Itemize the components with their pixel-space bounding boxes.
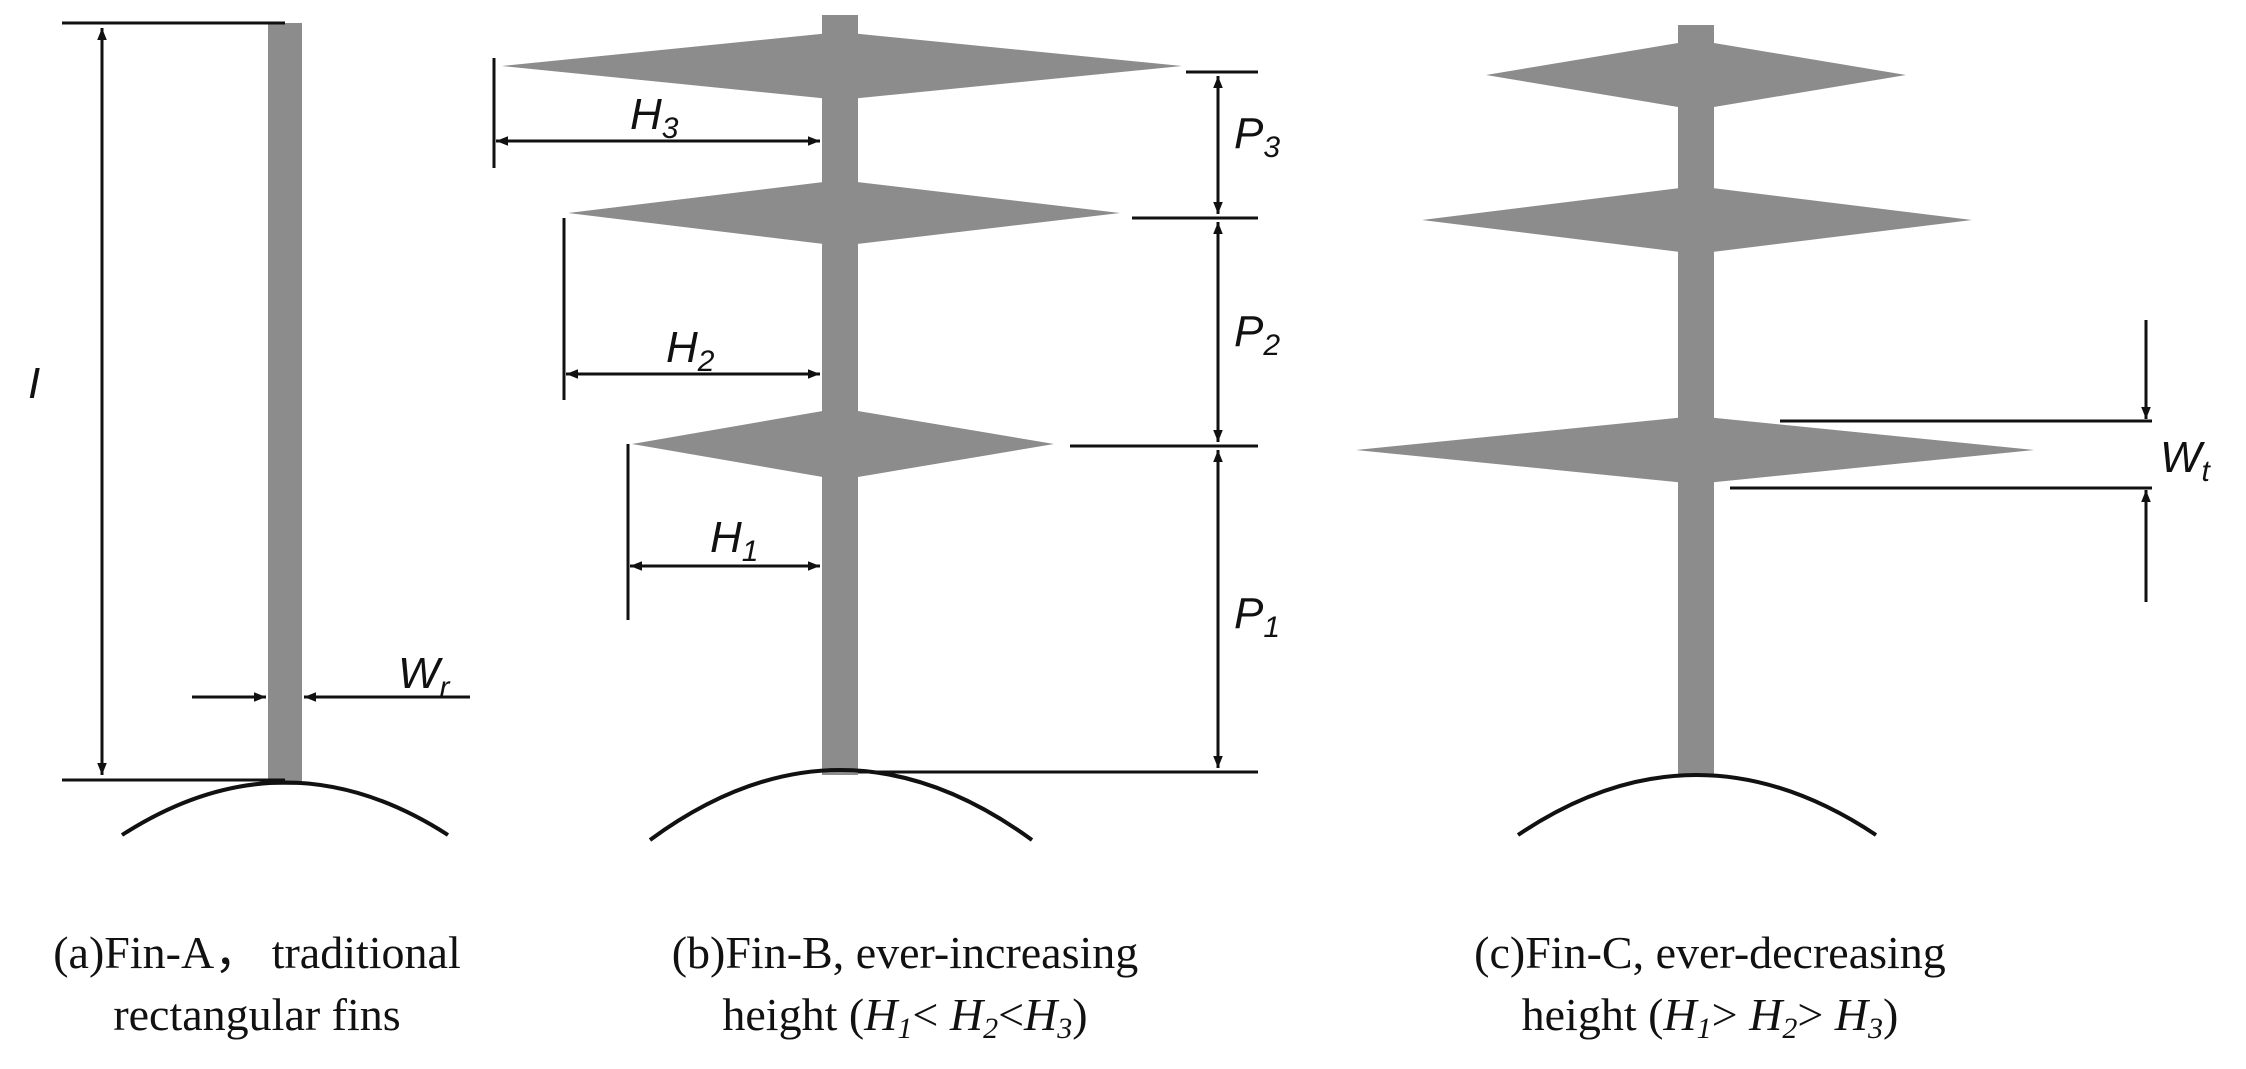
caption-c-line2: height (H1> H2> H3) [1522,989,1899,1045]
fin-b-h2-label: H2 [666,323,715,378]
fin-a-length-label: I [28,359,40,408]
fin-b-fin-3 [502,32,1182,100]
fin-c-stem [1678,25,1714,775]
fin-b-fin-1 [632,408,1054,480]
fin-b-p1-label: P1 [1234,589,1280,644]
caption-c-line1: (c)Fin-C, ever-decreasing [1474,927,1946,978]
fin-c-base-tube [1516,773,1878,837]
fin-b-p3-label: P3 [1234,109,1280,164]
caption-a: (a)Fin-A， traditional rectangular fins [53,927,461,1040]
fin-c-wt-label: Wt [2160,433,2212,488]
fin-b-stem [822,15,858,775]
caption-a-line1: (a)Fin-A， traditional [53,927,461,978]
fin-a-rectangular-fin [268,23,302,785]
fin-c-fin-2 [1422,186,1972,254]
caption-b-line1: (b)Fin-B, ever-increasing [672,927,1139,978]
fin-c-fin-3 [1486,40,1906,110]
caption-b-line2: height (H1< H2<H3) [722,989,1087,1045]
fin-c-fin-1 [1356,416,2034,484]
fin-c-panel: Wt [1356,25,2212,837]
fin-b-p2-label: P2 [1234,307,1280,362]
fin-a-panel: I Wr [28,21,470,837]
caption-a-line2: rectangular fins [113,989,400,1040]
fin-b-panel: H3 H2 H1 P3 P2 P1 [492,15,1280,842]
fin-a-width-label: Wr [398,649,451,704]
fin-b-h1-label: H1 [710,513,758,568]
fin-b-base-tube [648,768,1034,842]
caption-c: (c)Fin-C, ever-decreasing height (H1> H2… [1474,927,1946,1045]
fin-a-base-tube [120,780,450,837]
fin-b-fin-2 [568,180,1120,246]
fin-b-h3-label: H3 [630,90,679,145]
caption-b: (b)Fin-B, ever-increasing height (H1< H2… [672,927,1139,1045]
